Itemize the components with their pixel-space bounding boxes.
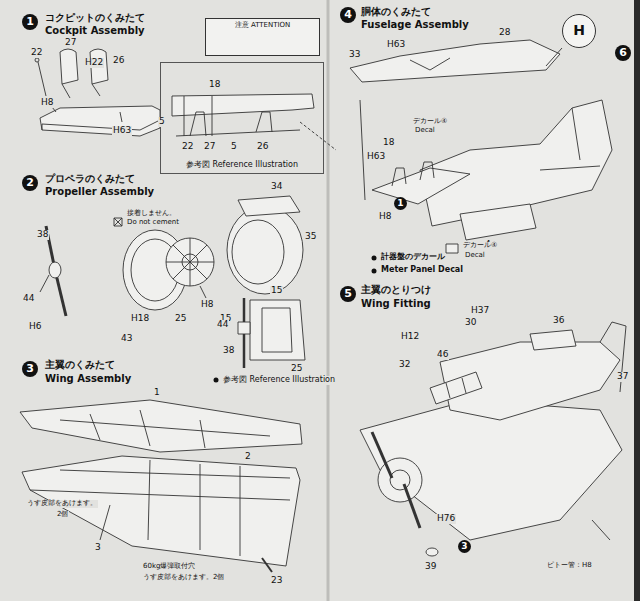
part-number: H8 [200, 300, 215, 310]
step-heading: Propeller Assembly [44, 186, 155, 197]
part-number: H8 [40, 98, 55, 108]
part-number: 38 [222, 346, 235, 356]
node-text: 注意 ATTENTION [235, 22, 291, 30]
part-number: 18 [382, 138, 395, 148]
part-number: 5 [230, 142, 238, 152]
part-number: 32 [398, 360, 411, 370]
note-text: デカール④ [412, 118, 448, 126]
note-text: Decal [414, 127, 436, 135]
step-heading: コクピットのくみたて [44, 12, 146, 23]
node-text: 参考図 Reference Illustration [184, 161, 300, 170]
part-number: 25 [290, 364, 303, 374]
part-number: 26 [112, 56, 125, 66]
part-number: 26 [256, 142, 269, 152]
part-number: 37 [616, 372, 629, 382]
step-number-circle: 3 [458, 540, 471, 553]
note-text: 2個 [56, 511, 69, 519]
detail-callout: H [562, 14, 596, 48]
step-number: 3 [26, 363, 34, 375]
step-number: 3 [461, 542, 467, 552]
step-number-circle: 1 [394, 197, 407, 210]
part-number: 27 [203, 142, 216, 152]
part-number: 28 [498, 28, 511, 38]
step-number: 5 [344, 288, 352, 300]
part-number: 2 [244, 452, 252, 462]
part-number: 44 [22, 294, 35, 304]
part-number: 15 [270, 286, 283, 296]
step-heading: 主翼のとりつけ [360, 284, 432, 295]
step-heading: 計器盤のデカール [380, 253, 446, 262]
step-number: 2 [26, 177, 34, 189]
part-number: H63 [386, 40, 406, 50]
step-number-circle: 4 [340, 7, 356, 23]
step-number-circle: 1 [22, 14, 38, 30]
reference-box: 参考図 Reference Illustration [160, 62, 324, 174]
step-number: 1 [26, 16, 34, 28]
part-number: 38 [36, 230, 49, 240]
step-number: 6 [619, 47, 627, 59]
part-number: 44 [216, 320, 229, 330]
step-heading: Meter Panel Decal [380, 266, 464, 275]
step-heading: Wing Assembly [44, 373, 132, 384]
part-number: 5 [158, 117, 166, 127]
part-number: 33 [348, 50, 361, 60]
part-number: H37 [470, 306, 490, 316]
step-heading: Wing Fitting [360, 298, 432, 309]
part-number: 25 [174, 314, 187, 324]
part-number: 30 [464, 318, 477, 328]
part-number: 18 [208, 80, 221, 90]
part-number: 46 [436, 350, 449, 360]
step-heading: 主翼のくみたて [44, 359, 116, 370]
part-number: H22 [84, 58, 104, 68]
step-number-circle: 6 [615, 45, 631, 61]
note-text: ピトー管：H8 [546, 562, 593, 570]
part-number: 34 [270, 182, 283, 192]
part-number: 43 [120, 334, 133, 344]
note-text: Do not cement [126, 219, 180, 227]
note-text: 接着しません。 [126, 210, 177, 218]
part-number: H76 [436, 514, 456, 524]
step-number-circle: 5 [340, 286, 356, 302]
part-number: 22 [181, 142, 194, 152]
part-number: 1 [153, 388, 161, 398]
step-heading: プロペラのくみたて [44, 173, 136, 184]
part-number: H18 [130, 314, 150, 324]
part-number: 3 [94, 543, 102, 553]
part-number: 27 [64, 38, 77, 48]
attention-box: 注意 ATTENTION [205, 18, 320, 56]
part-number: H8 [378, 212, 393, 222]
step-number: 1 [397, 199, 403, 209]
node-text: H [573, 23, 585, 38]
note-text: Decal [464, 252, 486, 260]
part-number: H63 [366, 152, 386, 162]
note-text: うす皮部をあけます。 [26, 500, 98, 508]
part-number: H6 [28, 322, 43, 332]
step-heading: Fuselage Assembly [360, 19, 470, 30]
part-number: 36 [552, 316, 565, 326]
step-heading: 胴体のくみたて [360, 6, 432, 17]
step-number: 4 [344, 9, 352, 21]
part-number: 39 [424, 562, 437, 572]
note-text: 参考図 Reference Illustration [222, 376, 336, 385]
part-number: 22 [30, 48, 43, 58]
step-number-circle: 3 [22, 361, 38, 377]
note-text: デカール④ [462, 242, 498, 250]
part-number: H12 [400, 332, 420, 342]
part-number: 35 [304, 232, 317, 242]
step-number-circle: 2 [22, 175, 38, 191]
part-number: 23 [270, 576, 283, 586]
note-text: うす皮部をあけます。2個 [142, 574, 225, 582]
part-number: H63 [112, 126, 132, 136]
note-text: 60kg爆弾取付穴 [142, 563, 196, 571]
step-heading: Cockpit Assembly [44, 25, 146, 36]
